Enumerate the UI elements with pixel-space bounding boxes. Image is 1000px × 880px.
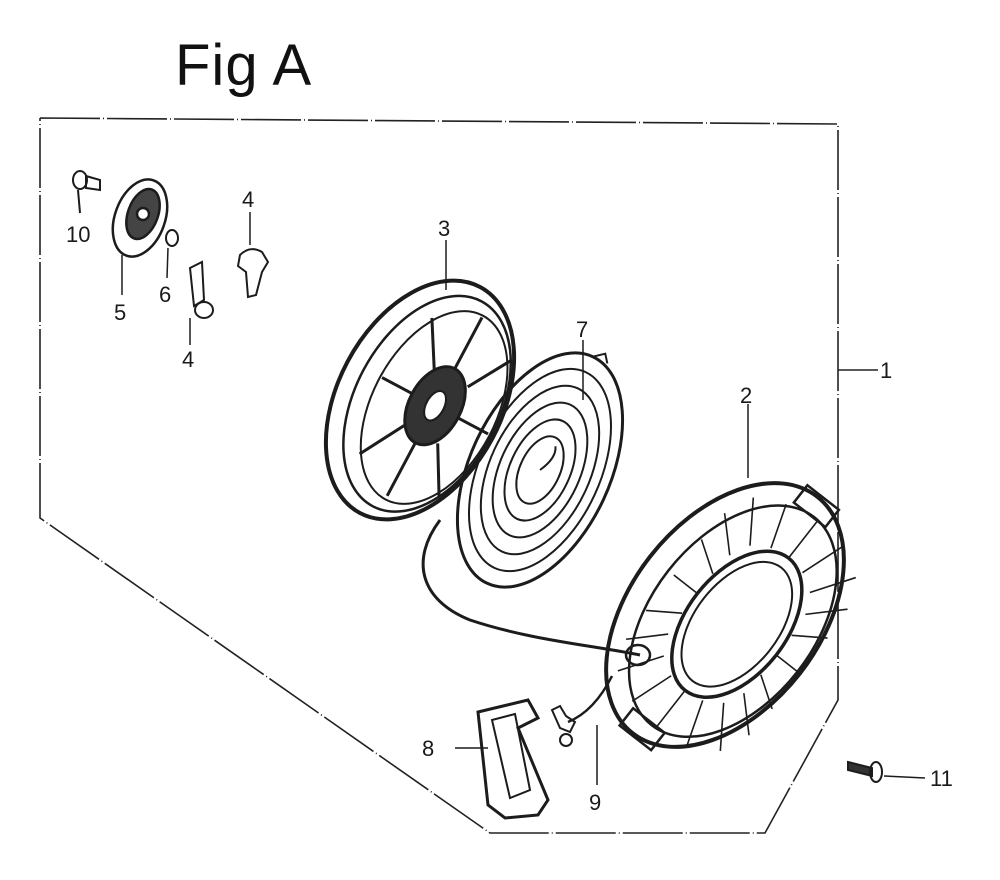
callout-4-lower: 4 — [182, 347, 194, 372]
callout-9: 9 — [589, 790, 601, 815]
callout-7: 7 — [576, 317, 588, 342]
callout-1: 1 — [880, 358, 892, 383]
part-2-starter-case — [604, 404, 857, 752]
part-6-spring — [165, 229, 179, 279]
part-5-ratchet-plate — [111, 178, 169, 295]
part-3-reel — [323, 240, 517, 522]
figure-title: Fig A — [175, 33, 313, 98]
part-4-ratchet-pawl-lower — [188, 260, 214, 345]
part-8-starter-grip — [455, 698, 550, 820]
callout-2: 2 — [740, 383, 752, 408]
part-10-bolt — [72, 170, 101, 214]
assembly-boundary — [39, 117, 839, 834]
callout-6: 6 — [159, 282, 171, 307]
starter-rope — [421, 519, 641, 657]
callout-5: 5 — [114, 300, 126, 325]
part-11-flange-bolt — [847, 760, 926, 783]
callout-10: 10 — [66, 222, 90, 247]
callout-4-upper: 4 — [242, 187, 254, 212]
part-9-rope-knot — [550, 704, 598, 785]
callout-11: 11 — [930, 766, 953, 791]
part-4-ratchet-pawl-upper — [236, 212, 270, 299]
callout-3: 3 — [438, 216, 450, 241]
callout-8: 8 — [422, 736, 434, 761]
part-7-recoil-spring — [455, 340, 625, 589]
